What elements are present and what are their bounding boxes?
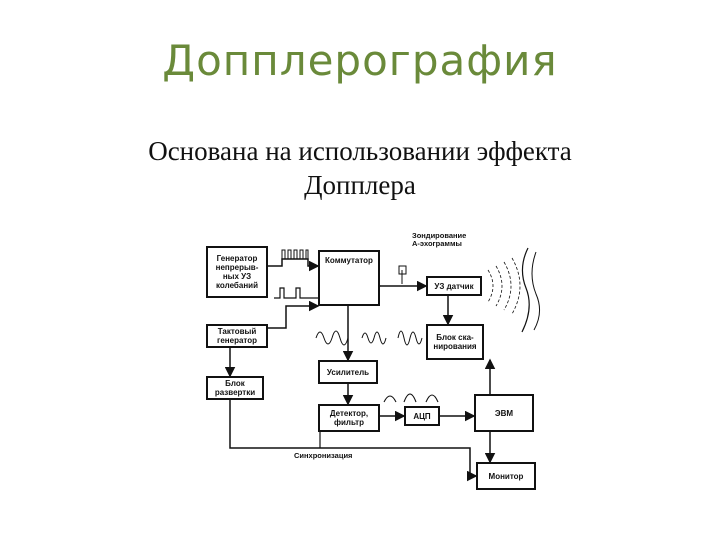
block-generator: Генератор непрерыв- ных УЗ колебаний xyxy=(206,246,268,298)
line-generator-commutator xyxy=(268,258,320,272)
block-monitor: Монитор xyxy=(476,462,536,490)
pulse-train-top xyxy=(281,249,309,259)
block-clock: Тактовый генератор xyxy=(206,324,268,348)
block-sensor: УЗ датчик xyxy=(426,276,482,296)
detected-peaks xyxy=(383,393,439,403)
block-amplifier: Усилитель xyxy=(318,360,378,384)
tissue-outline xyxy=(521,247,530,333)
doppler-block-diagram: Генератор непрерыв- ных УЗ колебаний Ком… xyxy=(190,226,550,496)
line-clock-commutator xyxy=(268,300,320,329)
pulse-clock xyxy=(274,287,318,299)
block-commutator: Коммутатор xyxy=(318,250,380,306)
slide-title: Допплерография xyxy=(162,36,558,85)
label-sync: Синхронизация xyxy=(294,451,353,460)
block-scanner: Блок ска- нирования xyxy=(426,324,484,360)
block-detector: Детектор, фильтр xyxy=(318,404,380,432)
label-probing: Зондирование А-эхограммы xyxy=(412,231,467,248)
echo-waveform-1 xyxy=(315,330,349,346)
line-sync xyxy=(229,398,478,482)
tissue-outline-2 xyxy=(531,251,540,331)
us-beam xyxy=(487,257,521,315)
block-adc: АЦП xyxy=(404,406,440,426)
block-computer: ЭВМ xyxy=(474,394,534,432)
block-sweep: Блок развертки xyxy=(206,376,264,400)
slide-subtitle: Основана на использовании эффекта Доппле… xyxy=(148,136,572,200)
echo-waveform-2 xyxy=(361,331,387,345)
echo-waveform-3 xyxy=(397,330,423,346)
